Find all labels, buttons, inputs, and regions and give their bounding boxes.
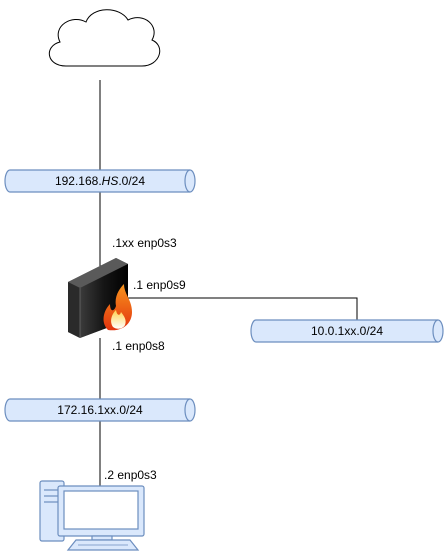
client-if: .2 enp0s3 bbox=[104, 468, 157, 482]
network-pipe-wan: 192.168.HS.0/24 bbox=[4, 169, 196, 193]
network-label-dmz: 10.0.1xx.0/24 bbox=[311, 324, 383, 338]
network-label-lan: 172.16.1xx.0/24 bbox=[57, 403, 143, 417]
cloud-icon bbox=[49, 9, 161, 67]
links bbox=[99, 80, 358, 488]
network-label-wan: 192.168.HS.0/24 bbox=[55, 174, 145, 188]
firewall-icon bbox=[68, 258, 132, 338]
firewall-if-wan: .1xx enp0s3 bbox=[112, 236, 177, 250]
workstation-icon bbox=[39, 480, 145, 551]
link-firewall-dmz bbox=[128, 297, 358, 320]
firewall-if-lan: .1 enp0s8 bbox=[112, 339, 165, 353]
network-pipe-dmz: 10.0.1xx.0/24 bbox=[250, 319, 444, 343]
firewall-if-dmz: .1 enp0s9 bbox=[133, 278, 186, 292]
network-pipe-lan: 172.16.1xx.0/24 bbox=[4, 398, 196, 422]
